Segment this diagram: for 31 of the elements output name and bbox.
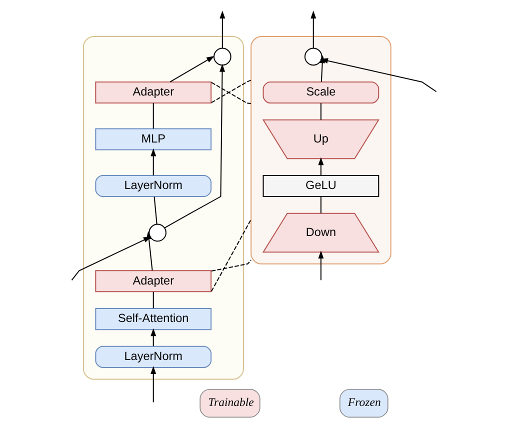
- node-box: LayerNorm: [94, 346, 212, 368]
- arrow: [310, 10, 316, 48]
- connector: [152, 292, 154, 308]
- arrow: [219, 10, 225, 48]
- node-circle: [213, 48, 231, 66]
- connector: [320, 103, 321, 120]
- arrow: [150, 328, 156, 346]
- legend-label: Trainable: [208, 394, 254, 409]
- node-box: Adapter: [94, 81, 212, 104]
- cluster: [250, 36, 391, 264]
- node-circle: [148, 224, 166, 242]
- connector: [153, 196, 157, 224]
- node-circle: [304, 48, 322, 66]
- connector: [152, 103, 154, 129]
- connector: [210, 260, 251, 272]
- arrow: [318, 157, 324, 176]
- legend-label: Frozen: [347, 394, 380, 409]
- node-box: Adapter: [94, 270, 212, 292]
- node-box: Scale: [262, 81, 379, 104]
- connector: [320, 196, 321, 214]
- arrow: [169, 56, 214, 82]
- arrow: [164, 64, 225, 228]
- node-box: MLP: [94, 128, 212, 150]
- cluster: [82, 36, 244, 380]
- arrow: [318, 250, 324, 280]
- arrow: [150, 148, 156, 176]
- arrow: [150, 366, 156, 402]
- node-box: GeLU: [262, 174, 379, 198]
- node-box: LayerNorm: [94, 174, 212, 198]
- connector: [210, 219, 251, 292]
- node-box: Self-Attention: [94, 308, 212, 330]
